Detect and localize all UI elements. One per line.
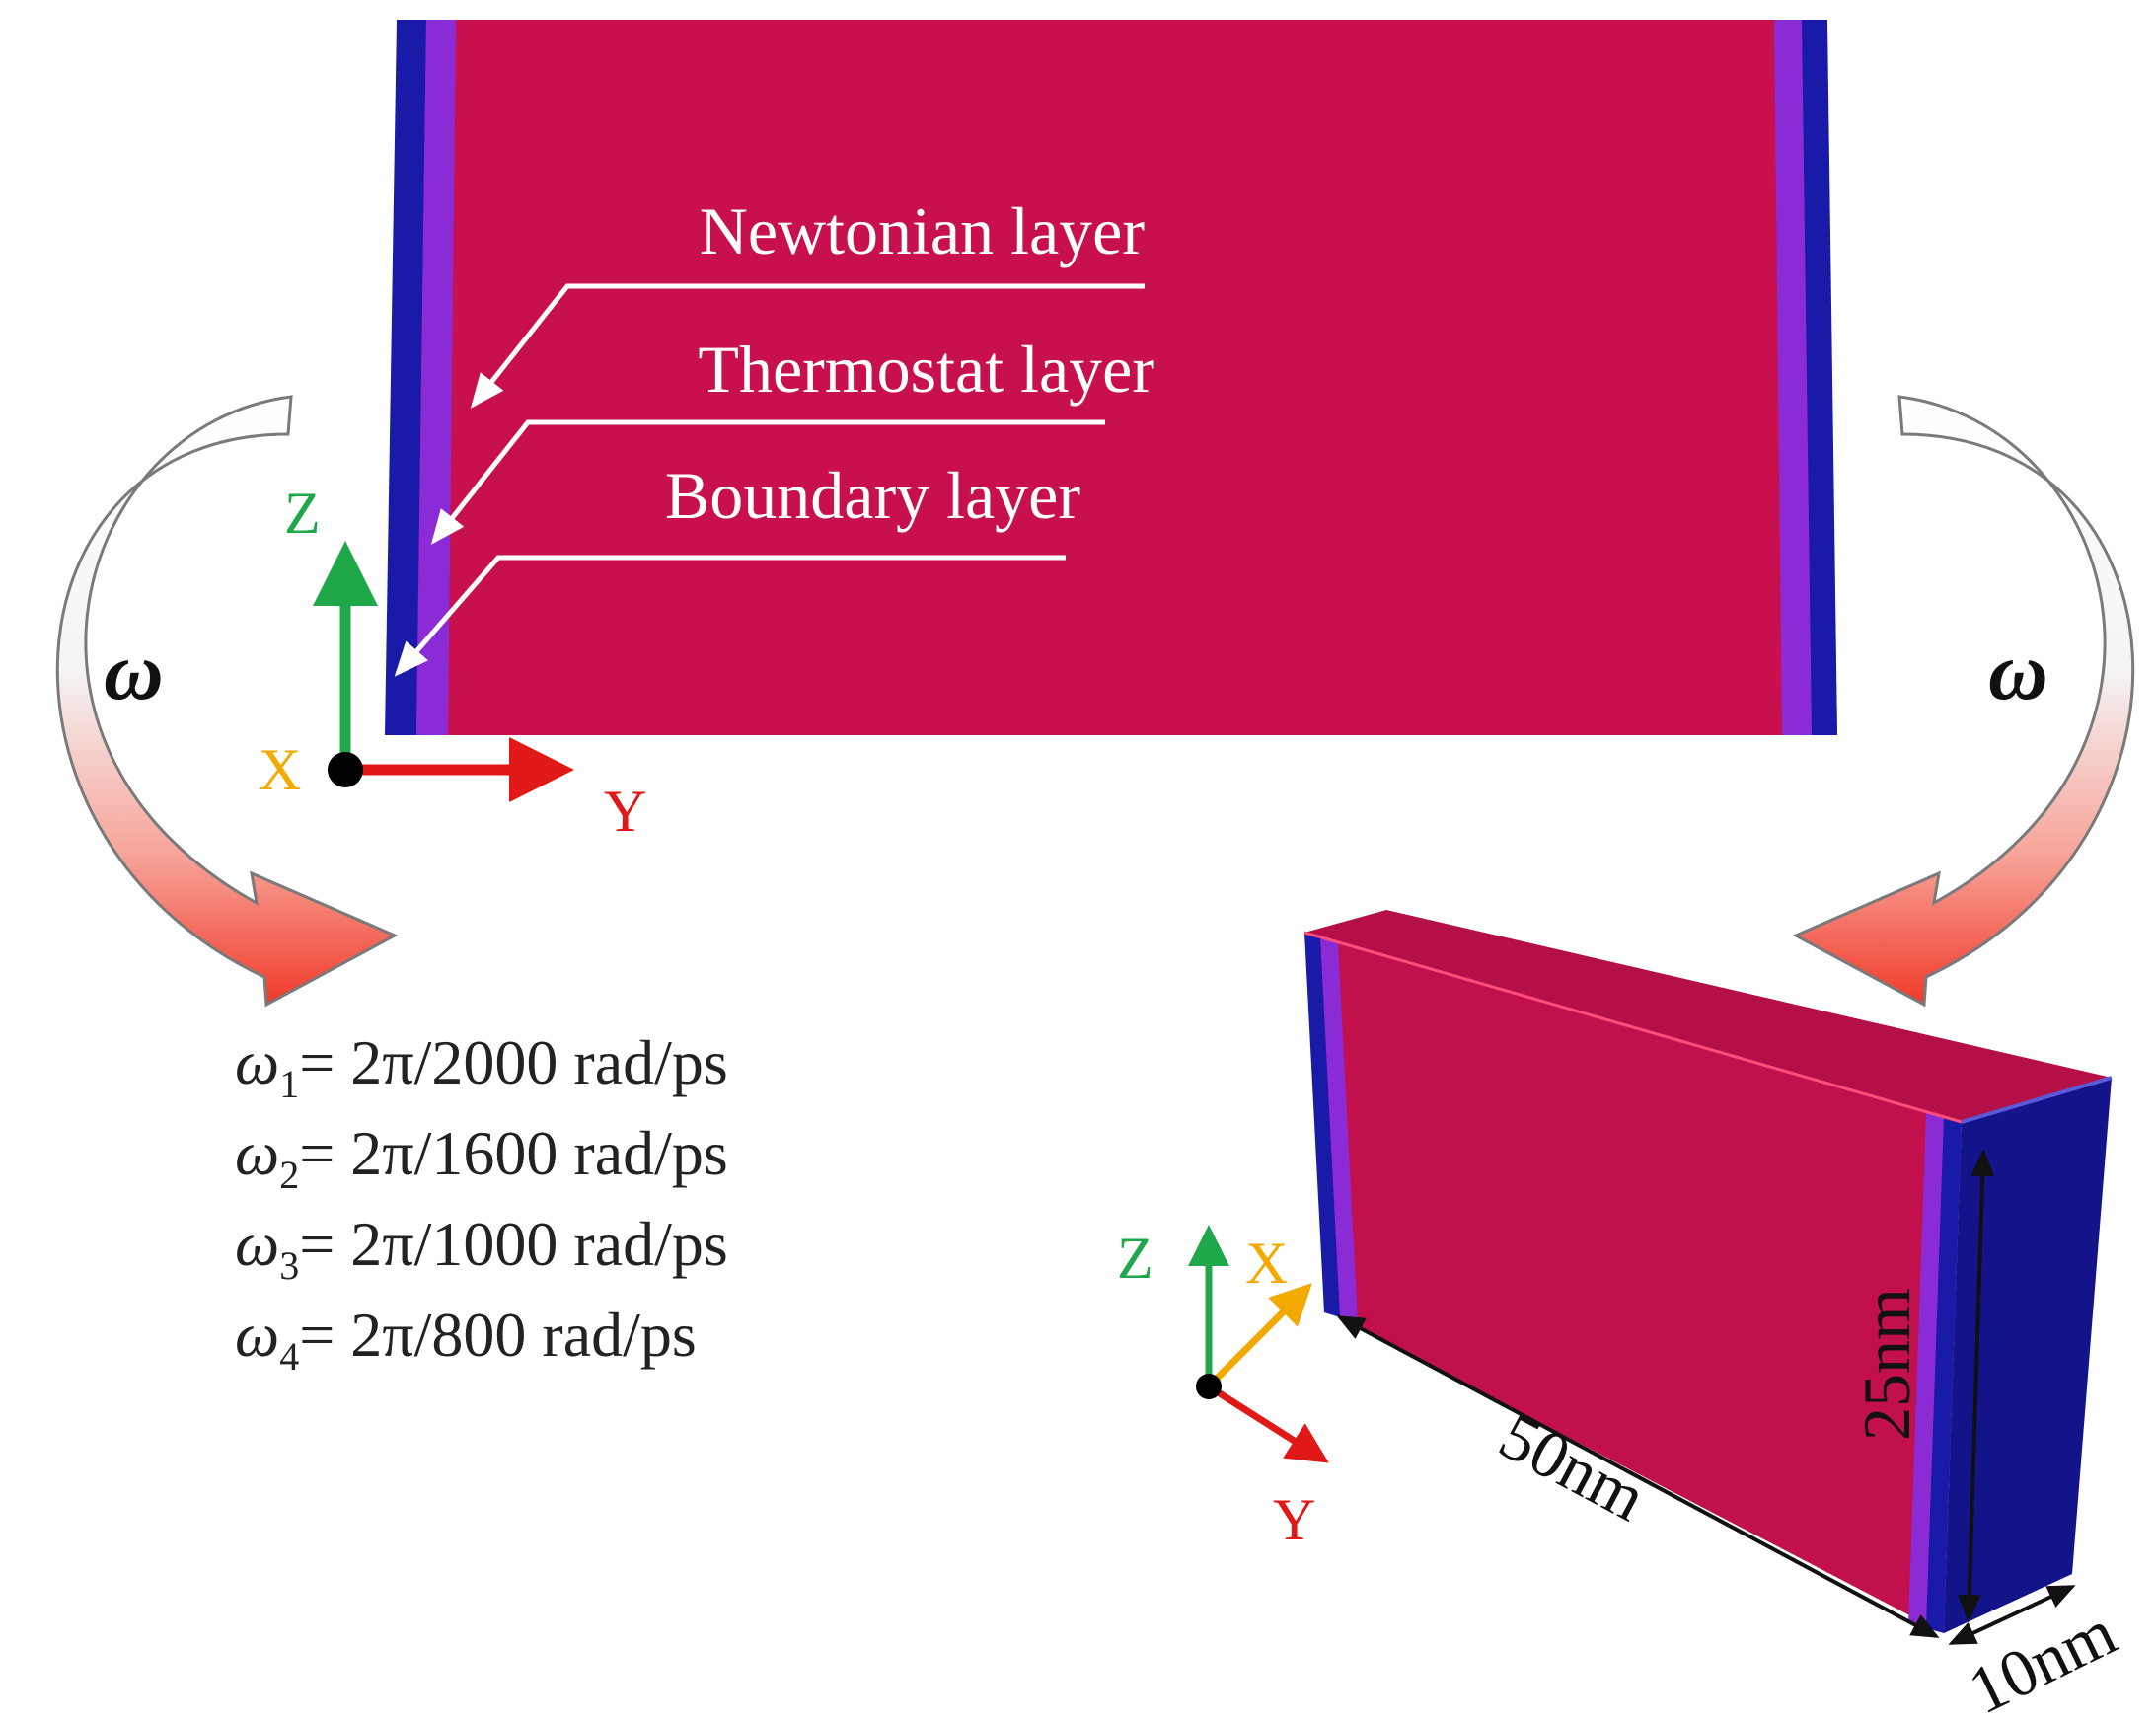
omega-right-label: ω [1988, 626, 2048, 717]
equation-4: ω4= 2π/800 rad/ps [235, 1300, 697, 1379]
y-axis-label: Y [604, 779, 646, 844]
slab-3d [1303, 910, 2113, 1633]
height-dimension-line [1957, 1149, 1995, 1622]
slab-top-right-edge [1961, 1076, 2113, 1124]
boundary-leader [394, 555, 1066, 677]
slab-top-face [1304, 910, 2112, 1122]
newtonian-leader [470, 283, 1145, 409]
dimension-lines [1336, 1149, 2076, 1645]
z-axis-label: Z [284, 481, 321, 546]
equation-3: ω3= 2π/1000 rad/ps [235, 1209, 728, 1288]
equation-2: ω2= 2π/1600 rad/ps [235, 1118, 728, 1197]
slab-front-thermostat-left [1320, 937, 1358, 1322]
x-axis-label-3d: X [1245, 1231, 1288, 1296]
thermostat-region-right [1774, 20, 1812, 735]
thermostat-layer-label: Thermostat layer [698, 332, 1154, 407]
slab-top-edge [1303, 931, 1963, 1124]
length-dimension-line [1336, 1315, 1940, 1638]
thermostat-region-left [416, 20, 456, 735]
height-dimension-label: 25nm [1849, 1288, 1924, 1441]
boundary-region-right [1802, 20, 1837, 735]
axis-triad-3d: Z X Y [1117, 1225, 1329, 1552]
origin-dot [328, 752, 363, 787]
boundary-region-left [385, 20, 426, 735]
width-dimension-line [1948, 1585, 2076, 1645]
thermostat-leader [430, 419, 1105, 545]
slab-front-boundary-left [1304, 933, 1340, 1317]
omega-left-label: ω [104, 626, 164, 717]
z-axis-label-3d: Z [1117, 1226, 1153, 1291]
y-axis-label-3d: Y [1273, 1487, 1315, 1552]
rotation-arrow-right [1792, 395, 2135, 1008]
newtonian-layer-label: Newtonian layer [700, 193, 1146, 268]
rotation-arrow-left [55, 395, 399, 1008]
origin-dot-3d [1196, 1374, 1222, 1399]
y-axis-arrow-3d [1207, 1384, 1329, 1463]
equation-list: ω1= 2π/2000 rad/ps ω2= 2π/1600 rad/ps ω3… [235, 1027, 728, 1379]
boundary-layer-label: Boundary layer [665, 458, 1080, 533]
x-axis-arrow-3d [1206, 1283, 1312, 1389]
equation-1: ω1= 2π/2000 rad/ps [235, 1027, 728, 1106]
axis-triad-2d: Z X Y [259, 481, 646, 844]
x-axis-label: X [259, 737, 301, 802]
